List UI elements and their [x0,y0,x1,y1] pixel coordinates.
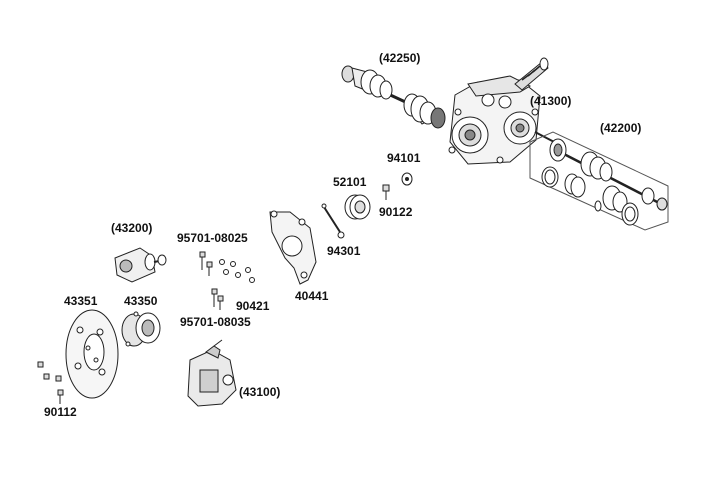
part-label-94101[interactable]: 94101 [387,151,421,165]
part-label-40441[interactable]: 40441 [295,289,329,303]
part-label-43351[interactable]: 43351 [64,294,98,308]
part-label-95701-08025[interactable]: 95701-08025 [177,231,248,245]
bolts-90112[interactable] [38,362,63,404]
part-label-42250[interactable]: (42250) [379,51,421,65]
part-label-52101[interactable]: 52101 [333,175,367,189]
part-label-43350[interactable]: 43350 [124,294,158,308]
pin-94301[interactable] [322,204,344,238]
brake-disc-43351[interactable] [66,310,118,398]
bearing-52101[interactable] [345,195,370,219]
part-label-94301[interactable]: 94301 [327,244,361,258]
part-label-95701-08035[interactable]: 95701-08035 [180,315,251,329]
part-label-41300[interactable]: (41300) [530,94,572,108]
caliper-43100[interactable] [188,340,236,406]
part-label-43100[interactable]: (43100) [239,385,281,399]
bolt-95701-08035[interactable] [212,289,223,310]
part-label-90122[interactable]: 90122 [379,205,413,219]
part-label-43200[interactable]: (43200) [111,221,153,235]
part-label-90112[interactable]: 90112 [44,405,77,419]
part-label-42200[interactable]: (42200) [600,121,642,135]
drive-shaft-42200[interactable] [530,132,668,230]
drive-shaft-42250[interactable] [342,66,445,128]
master-cylinder-43200[interactable] [115,248,166,282]
bolt-90122[interactable] [383,185,389,200]
part-label-90421[interactable]: 90421 [236,299,270,313]
final-gear-case-41300[interactable] [449,58,560,164]
washers-90421[interactable] [220,260,255,283]
bolt-95701-08025[interactable] [200,252,212,276]
caliper-bracket-40441[interactable] [270,211,316,284]
washer-94101[interactable] [402,173,412,185]
hub-43350[interactable] [122,312,160,346]
